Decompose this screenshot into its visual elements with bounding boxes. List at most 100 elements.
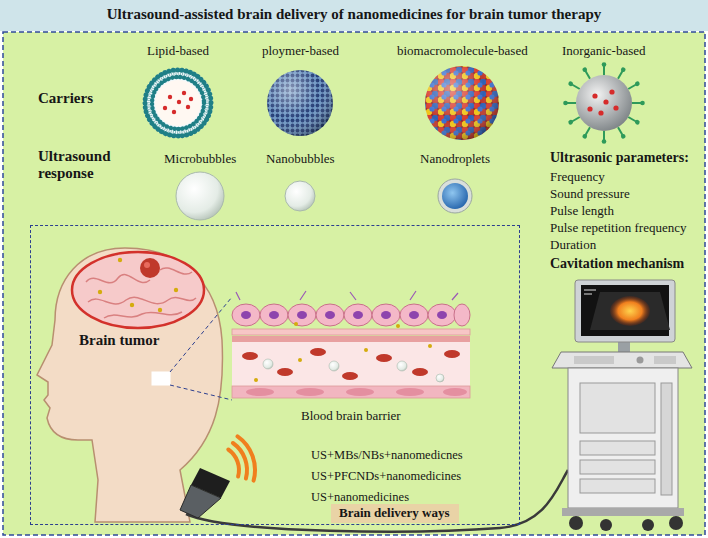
transducer-probe <box>180 485 221 518</box>
barrier-illustration <box>297 311 307 319</box>
barrier-illustration <box>437 311 447 319</box>
barrier-illustration <box>232 329 470 335</box>
barrier-illustration <box>397 361 407 371</box>
barrier-illustration <box>269 311 279 319</box>
method-text: US+MBs/NBs+nanomedicnes <box>311 448 463 462</box>
ultrasound-machine <box>580 460 655 474</box>
nanobubble-icon <box>285 181 315 211</box>
liposome-icon <box>143 68 213 138</box>
barrier-illustration <box>232 386 470 398</box>
inorganic-icon <box>592 93 597 98</box>
barrier-illustration <box>428 344 432 348</box>
ultrasound-machine <box>669 516 683 530</box>
barrier-illustration <box>396 324 400 328</box>
liposome-icon <box>155 80 201 126</box>
ultrasound-machine <box>568 368 678 508</box>
region-label: Brain tumor <box>79 332 159 349</box>
parameter-item: Pulse repetition frequency <box>550 221 686 236</box>
biomacromolecule-icon <box>425 66 499 140</box>
barrier-illustration <box>246 388 274 396</box>
barrier-illustration <box>346 388 374 396</box>
inorganic-icon <box>568 115 581 125</box>
barrier-illustration <box>232 336 470 342</box>
barrier-illustration <box>428 304 456 326</box>
ultrasound-waves <box>238 436 255 480</box>
method-text: US+PFCNDs+nanomedicines <box>311 469 461 483</box>
head-illustration <box>72 252 204 328</box>
liposome-icon <box>186 105 190 109</box>
barrier-illustration <box>329 361 339 371</box>
polymer-icon <box>267 70 333 136</box>
head-illustration <box>130 303 134 307</box>
ultrasound-machine <box>654 356 676 364</box>
nanodroplet-icon <box>438 179 472 213</box>
barrier-illustration <box>242 352 258 360</box>
ultrasound-machine <box>580 479 655 493</box>
polymer-icon <box>267 70 333 136</box>
head-illustration <box>174 288 178 292</box>
inorganic-icon <box>598 110 603 115</box>
section-heading: Carriers <box>38 90 93 107</box>
barrier-illustration <box>288 304 316 326</box>
inorganic-icon <box>568 81 581 91</box>
barrier-illustration <box>232 304 260 326</box>
head-illustration <box>158 308 162 312</box>
inorganic-icon <box>563 62 645 144</box>
liposome-icon <box>143 68 213 138</box>
head-illustration <box>86 275 150 283</box>
parameter-item: Pulse length <box>550 204 614 219</box>
head-illustration <box>152 372 170 385</box>
parameter-item: Sound pressure <box>550 187 630 202</box>
inorganic-icon <box>603 99 608 104</box>
carrier-label: Inorganic-based <box>562 44 646 59</box>
nanodroplet-icon <box>442 183 468 209</box>
parameter-item: Duration <box>550 238 596 253</box>
barrier-illustration <box>236 291 458 300</box>
agent-label: Nanobubbles <box>266 152 335 167</box>
carrier-label: Lipid-based <box>147 44 209 59</box>
biomacromolecule-icon <box>425 66 499 140</box>
barrier-illustration <box>316 304 344 326</box>
barrier-illustration <box>310 348 326 356</box>
head-illustration <box>140 258 160 278</box>
title-band <box>0 0 708 31</box>
probe-cable <box>186 470 568 531</box>
head-illustration <box>118 258 122 262</box>
barrier-illustration <box>372 304 400 326</box>
liposome-icon <box>168 95 172 99</box>
ultrasound-machine <box>637 357 644 364</box>
inorganic-icon <box>609 89 614 94</box>
head-illustration <box>98 290 102 294</box>
carrier-label: ploymer-based <box>262 44 339 59</box>
parameter-heading: Cavitation mechanism <box>550 256 684 272</box>
inorganic-icon <box>563 101 576 106</box>
ultrasound-machine <box>661 383 672 495</box>
liposome-icon <box>149 74 208 133</box>
ultrasound-machine <box>610 296 650 326</box>
barrier-illustration <box>298 358 302 362</box>
ultrasound-machine <box>580 383 655 433</box>
inorganic-icon <box>627 115 640 125</box>
parameter-heading: Ultrasonic parameters: <box>550 150 689 166</box>
inorganic-icon <box>582 126 592 139</box>
barrier-illustration <box>400 304 428 326</box>
ultrasound-machine <box>552 280 692 531</box>
head-illustration <box>104 312 182 318</box>
inorganic-icon <box>602 131 607 144</box>
ultrasound-machine <box>581 285 669 336</box>
liposome-icon <box>163 106 167 110</box>
panel-ground <box>3 32 705 535</box>
inorganic-icon <box>613 105 618 110</box>
illustration-label: Blood brain barrier <box>301 409 401 424</box>
probe-cable <box>186 470 568 531</box>
polymer-icon <box>267 70 333 136</box>
ultrasound-machine <box>574 356 614 364</box>
nanodroplet-icon <box>438 179 472 213</box>
head-illustration <box>160 268 192 274</box>
tag-label: Brain delivery ways <box>339 506 451 521</box>
method-text: US+nanomedicines <box>311 490 409 504</box>
barrier-illustration <box>396 388 424 396</box>
barrier-illustration <box>325 311 335 319</box>
head-illustration <box>144 262 150 268</box>
